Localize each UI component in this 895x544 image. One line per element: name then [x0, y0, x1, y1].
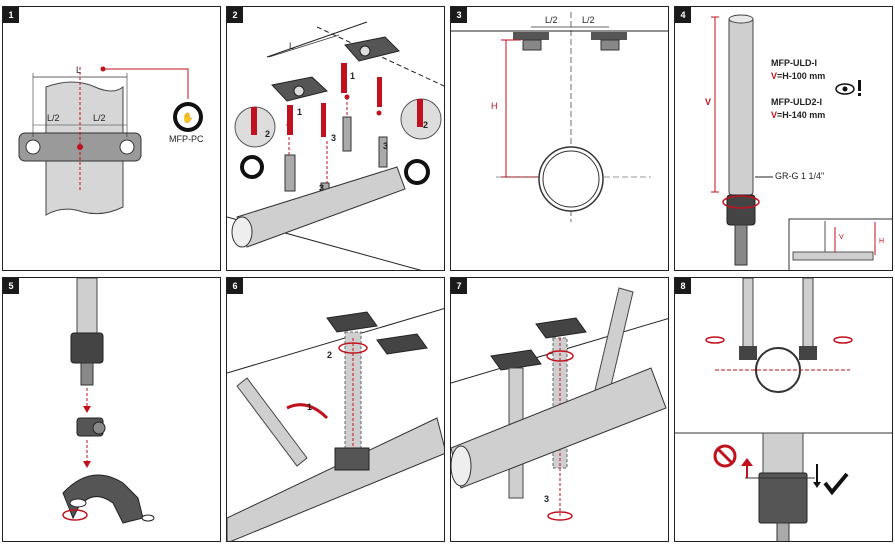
formula-1-variable: V [771, 71, 778, 81]
step-number: 6 [227, 278, 243, 294]
step-number: 8 [675, 278, 691, 294]
formula-1: V=H-100 mm [771, 71, 825, 81]
v-dimension-label: V [705, 97, 712, 107]
inset-v-label: V [839, 234, 844, 241]
step-3-drawing [451, 12, 668, 222]
step-6-drawing [227, 308, 444, 541]
step-marker: 1 [307, 402, 313, 412]
half-right-label: L/2 [582, 15, 595, 25]
step-3-panel: 3 L/2 L/2 H [450, 6, 669, 271]
step-marker: 3 [331, 133, 337, 143]
formula-2-variable: V [771, 110, 778, 120]
step-number: 4 [675, 7, 691, 23]
product-label: MFP-PC [169, 134, 204, 144]
step-4-panel: 4 MFP-ULD-I V=H-100 mm MFP-ULD2-I V=H-14… [674, 6, 893, 271]
step-7-panel: 7 3 [450, 277, 669, 542]
step-marker: 1 [297, 107, 303, 117]
half-left-label: L/2 [545, 15, 558, 25]
step-marker: 3 [319, 183, 325, 193]
step-number: 3 [451, 7, 467, 23]
thread-label: GR-G 1 1/4" [775, 171, 825, 181]
svg-text:✋: ✋ [182, 111, 194, 124]
step-marker: 1 [350, 71, 356, 81]
half-right-label: L/2 [93, 113, 106, 123]
step-marker: 2 [327, 350, 333, 360]
step-1-panel: 1 ✋ L L/2 L/2 MFP-PC [2, 6, 221, 271]
inset-h-label: H [879, 238, 885, 245]
step-4-drawing [711, 14, 892, 270]
step-marker: 3 [544, 494, 550, 504]
length-label: L [289, 41, 295, 51]
formula-2: V=H-140 mm [771, 110, 825, 120]
step-8-drawing [675, 278, 892, 541]
half-left-label: L/2 [47, 113, 60, 123]
step-8-panel: 8 [674, 277, 893, 542]
step-marker: 3 [383, 141, 389, 151]
step-number: 1 [3, 7, 19, 23]
step-5-drawing [62, 278, 155, 524]
step-2-drawing [227, 21, 444, 270]
product-2-label: MFP-ULD2-I [771, 97, 822, 107]
step-number: 7 [451, 278, 467, 294]
step-number: 5 [3, 278, 19, 294]
step-number: 2 [227, 7, 243, 23]
step-6-panel: 6 1 2 [226, 277, 445, 542]
height-label: H [491, 101, 498, 111]
step-5-panel: 5 [2, 277, 221, 542]
step-1-drawing: ✋ [18, 66, 203, 216]
product-1-label: MFP-ULD-I [771, 58, 817, 68]
formula-2-value: =H-140 mm [777, 110, 826, 120]
step-7-drawing [451, 287, 668, 521]
step-marker: 2 [265, 129, 271, 139]
length-label: L [76, 65, 82, 75]
step-2-panel: 2 [226, 6, 445, 271]
step-marker: 2 [423, 120, 429, 130]
formula-1-value: =H-100 mm [777, 71, 826, 81]
